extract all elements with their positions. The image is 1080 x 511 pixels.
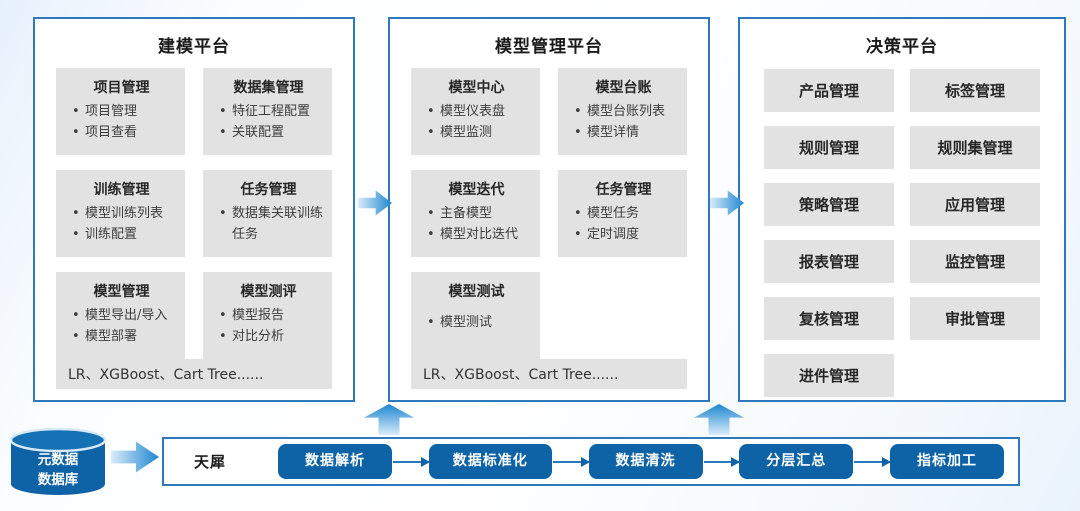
card-item: 数据集关联训练任务 [219,204,324,246]
right-arrow-icon [358,190,392,216]
card-model-eval: 模型测评 模型报告 对比分析 [203,272,332,359]
panel-title: 模型管理平台 [495,37,603,57]
decision-box-review-mgmt: 复核管理 [764,297,894,340]
card-item: 模型训练列表 [72,204,177,225]
decision-box-tag-mgmt: 标签管理 [910,69,1040,112]
database-cylinder-icon [9,427,107,495]
card-item: 训练配置 [72,225,177,246]
decision-box-strategy-mgmt: 策略管理 [764,183,894,226]
decision-box-intake-mgmt: 进件管理 [764,354,894,397]
card-title: 模型台账 [595,80,652,96]
card-grid: 模型中心 模型仪表盘 模型监测 模型台账 模型台账列表 模型详情 模型迭代 主备… [390,66,708,359]
datasource-label-line2: 数据库 [37,471,79,488]
card-title: 任务管理 [240,182,297,198]
right-arrowhead-icon [552,456,590,467]
decision-box-rule-mgmt: 规则管理 [764,126,894,169]
card-item: 模型任务 [574,204,679,225]
card-item-list: 模型导出/导入 模型部署 [66,306,177,348]
card-title: 训练管理 [93,182,150,198]
decision-box-monitor-mgmt: 监控管理 [910,240,1040,283]
metadata-database: 元数据 数据库 [8,427,108,499]
card-item-list: 模型仪表盘 模型监测 [421,102,532,144]
pipeline-label: 天犀 [194,453,227,471]
card-item: 模型对比迭代 [427,225,532,246]
card-item-list: 数据集关联训练任务 [213,204,324,246]
pipeline-step-data-parsing: 数据解析 [278,444,393,479]
card-dataset-mgmt: 数据集管理 特征工程配置 关联配置 [203,68,332,155]
pipeline-step-data-cleaning: 数据清洗 [588,444,703,479]
card-item-list: 模型训练列表 训练配置 [66,204,177,246]
card-model-ledger: 模型台账 模型台账列表 模型详情 [558,68,687,155]
card-item: 模型详情 [574,123,679,144]
pipeline-step-metric-processing: 指标加工 [890,444,1005,479]
card-item: 模型测试 [427,313,532,334]
decision-box-grid: 产品管理 标签管理 规则管理 规则集管理 策略管理 应用管理 报表管理 监控管理… [740,66,1064,397]
card-model-test: 模型测试 模型测试 [411,272,540,359]
card-title: 模型管理 [93,284,150,300]
card-item-list: 模型报告 对比分析 [213,306,324,348]
card-title: 模型测评 [240,284,297,300]
card-item: 定时调度 [574,225,679,246]
right-arrowhead-icon [854,456,891,467]
card-item-list: 特征工程配置 关联配置 [213,102,324,144]
panel-title: 决策平台 [866,37,938,57]
card-item: 模型部署 [72,327,177,348]
card-item: 模型台账列表 [574,102,679,123]
card-item-list: 模型台账列表 模型详情 [568,102,679,144]
card-item: 项目查看 [72,123,177,144]
pipeline-step-layered-aggregation: 分层汇总 [739,444,854,479]
card-item: 关联配置 [219,123,324,144]
card-title: 任务管理 [595,182,652,198]
decision-box-ruleset-mgmt: 规则集管理 [910,126,1040,169]
card-item: 主备模型 [427,204,532,225]
card-project-mgmt: 项目管理 项目管理 项目查看 [56,68,185,155]
pipeline-step-data-standardization: 数据标准化 [428,444,552,479]
card-item: 特征工程配置 [219,102,324,123]
panel-decision-platform: 决策平台 产品管理 标签管理 规则管理 规则集管理 策略管理 应用管理 报表管理… [738,17,1066,402]
algorithms-footer: LR、XGBoost、Cart Tree...... [56,359,332,389]
datasource-label: 元数据 数据库 [8,451,108,490]
right-arrowhead-icon [393,456,430,467]
right-arrow-icon [111,441,159,473]
panel-title: 建模平台 [158,37,230,57]
panel-modeling-platform: 建模平台 项目管理 项目管理 项目查看 数据集管理 特征工程配置 关联配置 训练… [33,17,355,402]
decision-box-report-mgmt: 报表管理 [764,240,894,283]
card-item: 对比分析 [219,327,324,348]
card-title: 模型迭代 [448,182,505,198]
card-title: 模型中心 [448,80,505,96]
decision-box-product-mgmt: 产品管理 [764,69,894,112]
decision-box-empty [910,354,1040,397]
card-model-center: 模型中心 模型仪表盘 模型监测 [411,68,540,155]
card-training-mgmt: 训练管理 模型训练列表 训练配置 [56,170,185,257]
decision-box-application-mgmt: 应用管理 [910,183,1040,226]
card-item: 模型监测 [427,123,532,144]
card-title: 项目管理 [93,80,150,96]
card-model-mgmt: 模型管理 模型导出/导入 模型部署 [56,272,185,359]
card-item-list: 模型测试 [421,313,532,334]
card-item: 项目管理 [72,102,177,123]
data-pipeline-strip: 天犀 数据解析 数据标准化 数据清洗 分层汇总 指标加工 [162,437,1020,486]
panel-model-management-platform: 模型管理平台 模型中心 模型仪表盘 模型监测 模型台账 模型台账列表 模型详情 … [388,17,710,402]
decision-box-approval-mgmt: 审批管理 [910,297,1040,340]
card-item-list: 项目管理 项目查看 [66,102,177,144]
right-arrowhead-icon [703,456,741,467]
algorithms-footer: LR、XGBoost、Cart Tree...... [411,359,687,389]
card-task-mgmt: 任务管理 模型任务 定时调度 [558,170,687,257]
card-model-iteration: 模型迭代 主备模型 模型对比迭代 [411,170,540,257]
card-title: 数据集管理 [233,80,304,96]
up-arrow-icon [364,404,414,435]
card-item: 模型仪表盘 [427,102,532,123]
card-item-list: 主备模型 模型对比迭代 [421,204,532,246]
datasource-label-line1: 元数据 [37,452,79,468]
card-item: 模型导出/导入 [72,306,177,327]
card-item-list: 模型任务 定时调度 [568,204,679,246]
card-title: 模型测试 [448,284,505,300]
card-item: 模型报告 [219,306,324,327]
card-task-mgmt: 任务管理 数据集关联训练任务 [203,170,332,257]
up-arrow-icon [694,404,744,435]
card-grid: 项目管理 项目管理 项目查看 数据集管理 特征工程配置 关联配置 训练管理 模型… [35,66,353,359]
